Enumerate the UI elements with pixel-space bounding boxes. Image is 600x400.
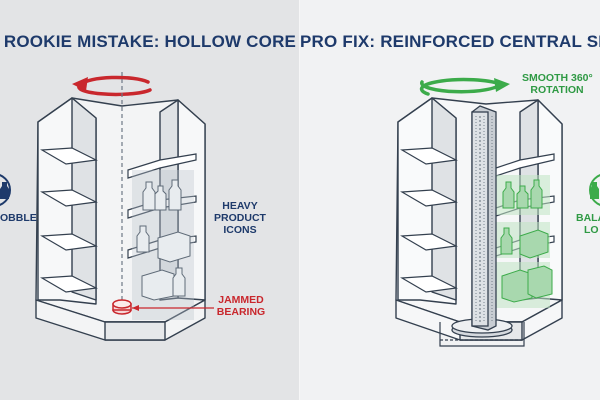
base-cutaway xyxy=(439,322,525,347)
smooth-rotation-label: SMOOTH 360° ROTATION xyxy=(522,72,593,96)
jam-label-line-2: BEARING xyxy=(216,306,266,318)
wobble-icon xyxy=(0,174,11,206)
central-spine-icon xyxy=(451,105,513,338)
left-panel-hollow-core: ROOKIE MISTAKE: HOLLOW CORE xyxy=(0,0,300,400)
rotation-label-line-1: SMOOTH 360° xyxy=(522,72,593,84)
rotation-arrow-icon xyxy=(419,77,510,96)
jammed-bearing-icon xyxy=(112,299,214,315)
hollow-core-diagram xyxy=(0,72,214,341)
jammed-bearing-label: JAMMED BEARING xyxy=(214,294,268,318)
heavy-label-line-3: ICONS xyxy=(223,224,257,236)
central-spine-diagram xyxy=(395,77,600,347)
balanced-products xyxy=(496,175,553,308)
right-title: PRO FIX: REINFORCED CENTRAL SPINE xyxy=(300,32,600,51)
rotation-label-line-2: ROTATION xyxy=(530,84,584,96)
heavy-label-line-2: PRODUCT xyxy=(214,212,266,224)
left-title: ROOKIE MISTAKE: HOLLOW CORE xyxy=(3,32,297,51)
balanced-load-icon xyxy=(589,174,600,206)
jam-label-line-1: JAMMED xyxy=(218,294,264,306)
left-shelves xyxy=(40,147,99,293)
wobble-label: OBBLE xyxy=(0,212,37,224)
heavy-label-line-1: HEAVY xyxy=(222,200,258,212)
balanced-label-line-2: LO xyxy=(584,224,599,236)
balanced-load-label: BALA LO xyxy=(576,212,600,236)
heavy-product-label: HEAVY PRODUCT ICONS xyxy=(212,200,268,236)
left-shelves xyxy=(400,147,459,293)
balanced-label-line-1: BALA xyxy=(576,212,600,224)
rotation-arrow-icon xyxy=(72,75,152,97)
heavy-product-icons xyxy=(136,179,191,301)
right-panel-central-spine: PRO FIX: REINFORCED CENTRAL SPINE xyxy=(300,0,600,400)
